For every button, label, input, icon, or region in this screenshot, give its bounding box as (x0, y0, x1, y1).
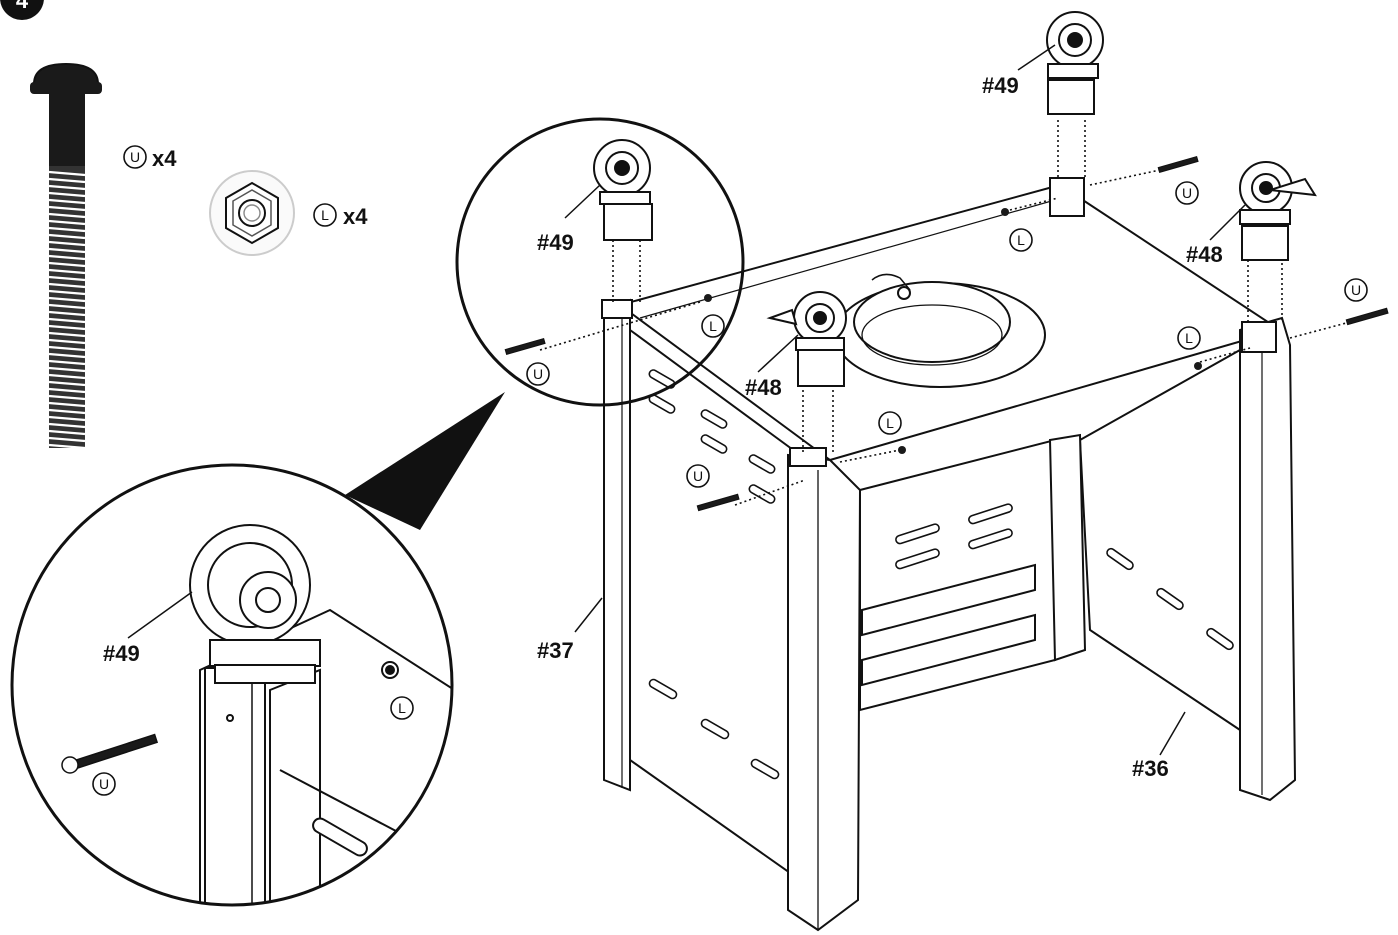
svg-text:L: L (1017, 232, 1025, 248)
leader-lines (127, 44, 1246, 756)
bolt-thread (48, 275, 86, 282)
bolt-thread (48, 219, 86, 226)
bolt-thread (48, 359, 86, 366)
bolt-thread (48, 247, 86, 254)
bolt-thread (48, 233, 86, 240)
bolt-thread (48, 254, 86, 261)
nut-illustration (209, 170, 295, 256)
bolt-thread (48, 345, 86, 352)
bolt-thread (48, 310, 86, 317)
bolt-thread (48, 184, 86, 191)
bolt-thread (48, 268, 86, 275)
label-49-back: #49 (982, 73, 1019, 98)
bolt-illustration (30, 62, 102, 450)
bolt-thread (48, 331, 86, 338)
bolt-thread (48, 380, 86, 387)
bolt-thread (48, 366, 86, 373)
bolt-thread (48, 436, 86, 443)
callout-u-2: U (686, 464, 710, 488)
zoom-pointer (345, 392, 505, 530)
label-48-back: #48 (1186, 242, 1223, 267)
bolt-thread (48, 170, 86, 177)
label-36: #36 (1132, 756, 1169, 781)
caster-49-detail (593, 139, 653, 241)
callout-l-3: L (1009, 228, 1033, 252)
bolt-thread (48, 296, 86, 303)
step-badge: 4 (0, 0, 44, 20)
svg-text:L: L (709, 318, 717, 334)
bolt-thread (48, 415, 86, 422)
label-49-detail: #49 (537, 230, 574, 255)
svg-text:U: U (1182, 185, 1192, 201)
bolt-thread (48, 261, 86, 268)
bolt-thread (48, 429, 86, 436)
callout-u-zoom: U (92, 772, 116, 796)
bolt-qty: x4 (152, 146, 177, 171)
label-49-zoom: #49 (103, 641, 140, 666)
nut-qty: x4 (343, 204, 368, 229)
bolt-thread (48, 373, 86, 380)
bolt-thread (48, 212, 86, 219)
bolt-thread (48, 317, 86, 324)
bolt-thread (48, 324, 86, 331)
bolt-thread (48, 338, 86, 345)
caster-48-back (1239, 161, 1317, 261)
label-37: #37 (537, 638, 574, 663)
bolt-code: U (130, 149, 140, 165)
callout-u-3: U (1175, 181, 1199, 205)
label-48-front: #48 (745, 375, 782, 400)
nut-code: L (321, 207, 329, 223)
bolt-thread (48, 443, 86, 450)
callout-u-1: U (526, 362, 550, 386)
svg-text:U: U (693, 468, 703, 484)
svg-text:U: U (533, 366, 543, 382)
step-number: 4 (16, 0, 29, 13)
nut-parts (704, 208, 1202, 454)
bolt-parts (504, 155, 1389, 512)
callout-u-4: U (1344, 278, 1368, 302)
bolt-thread (48, 394, 86, 401)
svg-text:U: U (1351, 282, 1361, 298)
cart-frame (601, 177, 1297, 932)
caster-49-back (1046, 11, 1104, 115)
nut-quantity: L x4 (313, 203, 368, 229)
bolt-thread (48, 282, 86, 289)
bolt-thread (48, 240, 86, 247)
callout-l-1: L (701, 314, 725, 338)
bolt-thread (48, 303, 86, 310)
bolt-quantity: U x4 (123, 145, 177, 171)
bolt-thread (48, 408, 86, 415)
bolt-thread (48, 387, 86, 394)
bolt-thread (48, 205, 86, 212)
bolt-thread (48, 289, 86, 296)
svg-text:L: L (398, 700, 406, 716)
bolt-thread (48, 191, 86, 198)
svg-text:L: L (1185, 330, 1193, 346)
bolt-thread (48, 198, 86, 205)
bolt-thread (48, 422, 86, 429)
svg-text:L: L (886, 415, 894, 431)
bolt-thread (48, 401, 86, 408)
detail-circle-small (455, 117, 745, 407)
bolt-thread (48, 352, 86, 359)
caster-48-front (766, 291, 847, 387)
callout-l-zoom: L (390, 696, 414, 720)
zoom-circle (10, 463, 454, 907)
callout-l-4: L (1177, 326, 1201, 350)
bolt-thread (48, 177, 86, 184)
callout-l-2: L (878, 411, 902, 435)
bolt-thread (48, 226, 86, 233)
svg-text:U: U (99, 776, 109, 792)
